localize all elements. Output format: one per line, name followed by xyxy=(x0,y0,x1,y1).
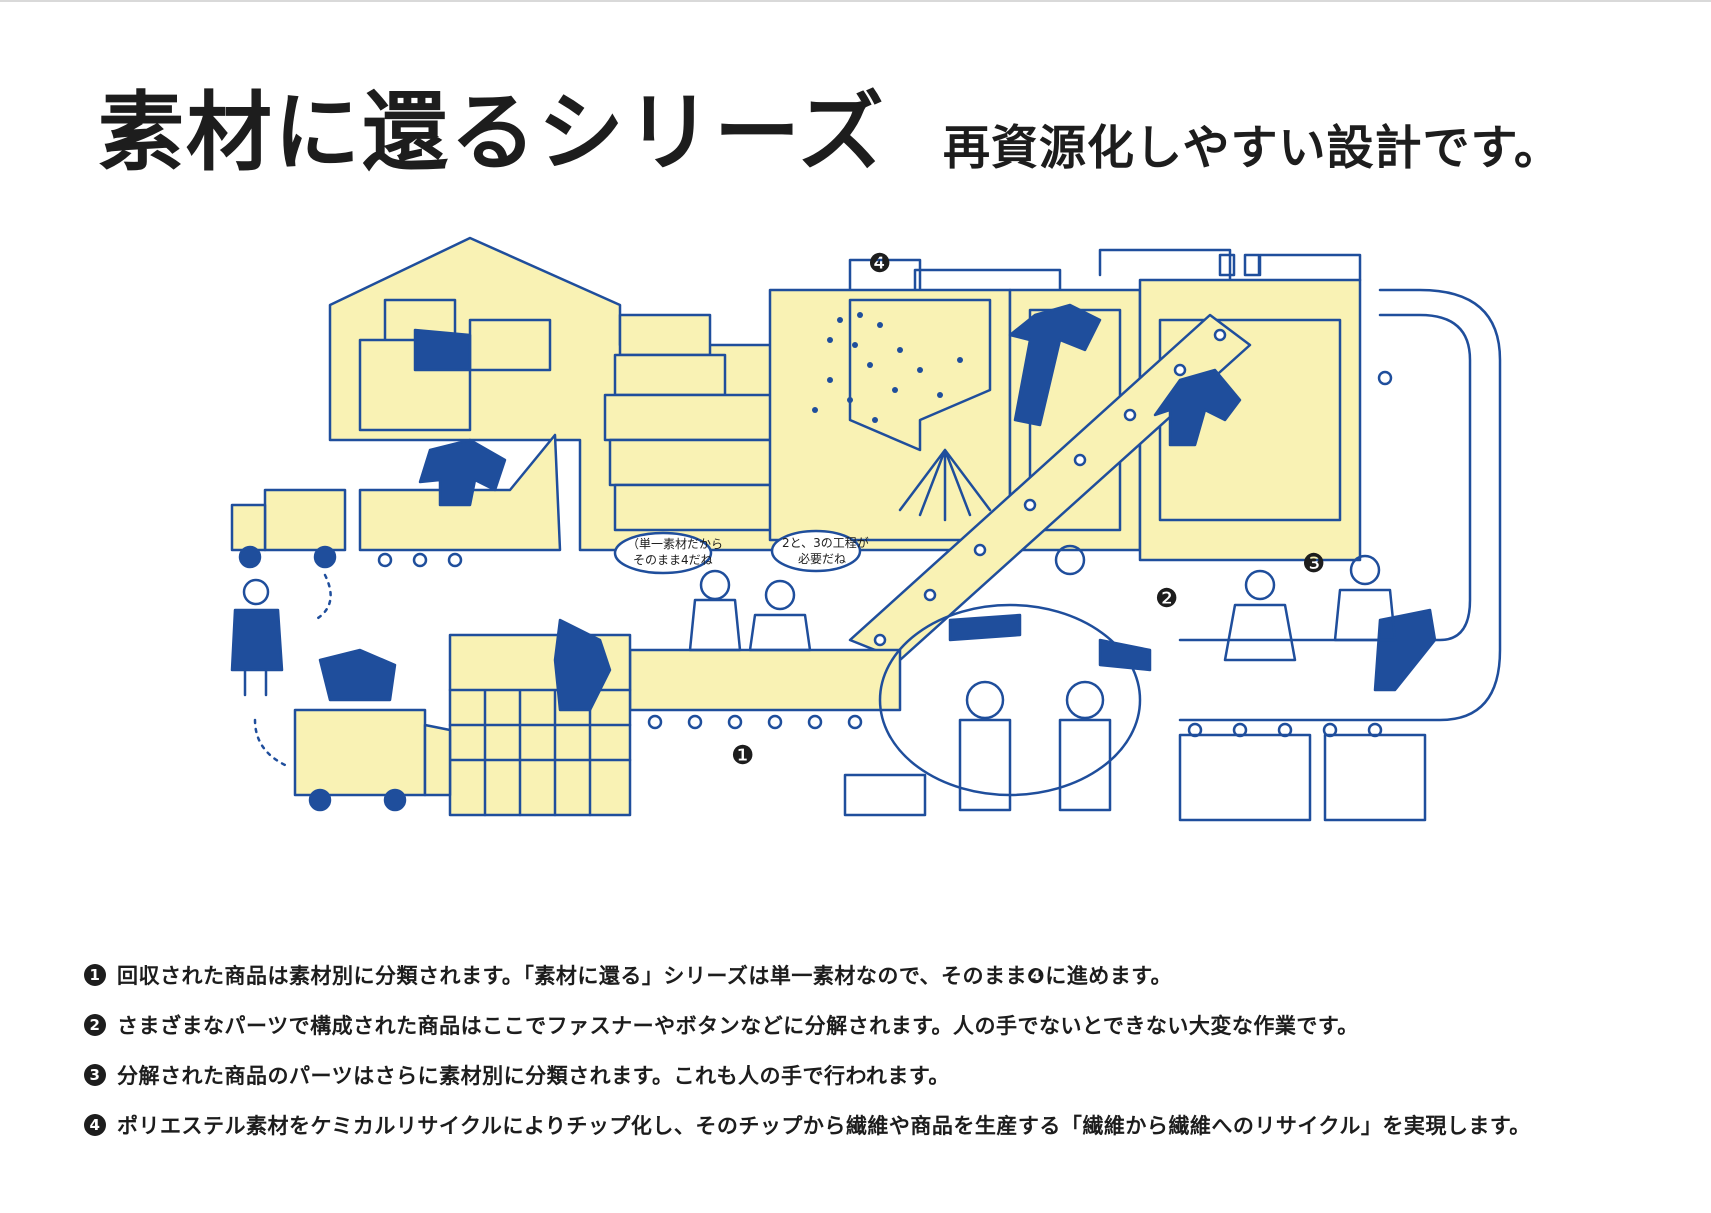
top-rule xyxy=(0,0,1711,2)
note-3-number: 3 xyxy=(84,1064,106,1086)
recycling-factory-illustration: （単一素材だから そのまま4だね 2と、3の工程が 必要だね ❹ ❷ ❸ ❶ xyxy=(230,236,1502,822)
note-1-number: 1 xyxy=(84,964,106,986)
step-marker-1: ❶ xyxy=(731,741,754,771)
note-4-number: 4 xyxy=(84,1114,106,1136)
truck-icon xyxy=(230,488,452,812)
page-title: 素材に還るシリーズ xyxy=(98,83,886,183)
note-4-text: ポリエステル素材をケミカルリサイクルによりチップ化し、そのチップから繊維や商品を… xyxy=(117,1114,1531,1138)
speech-bubble-2-line1: 2と、3の工程が xyxy=(782,535,869,550)
note-1: 1 回収された商品は素材別に分類されます。「素材に還る」シリーズは単一素材なので… xyxy=(84,950,1644,1000)
step-marker-2: ❷ xyxy=(1155,584,1178,614)
note-2-text: さまざまなパーツで構成された商品はここでファスナーやボタンなどに分解されます。人… xyxy=(117,1014,1359,1038)
note-2-number: 2 xyxy=(84,1014,106,1036)
step-notes: 1 回収された商品は素材別に分類されます。「素材に還る」シリーズは単一素材なので… xyxy=(84,950,1644,1150)
speech-bubble-1-line1: （単一素材だから xyxy=(627,537,723,551)
note-2: 2 さまざまなパーツで構成された商品はここでファスナーやボタンなどに分解されます… xyxy=(84,1000,1644,1050)
page-subtitle: 再資源化しやすい設計です。 xyxy=(943,121,1562,176)
step-marker-4: ❹ xyxy=(868,249,891,279)
jacket-icon xyxy=(318,303,1437,712)
step-marker-3: ❸ xyxy=(1302,549,1325,579)
note-1-text: 回収された商品は素材別に分類されます。「素材に還る」シリーズは単一素材なので、そ… xyxy=(117,964,1173,988)
worker-icon xyxy=(230,578,284,697)
note-3: 3 分解された商品のパーツはさらに素材別に分類されます。これも人の手で行われます… xyxy=(84,1050,1644,1100)
note-4: 4 ポリエステル素材をケミカルリサイクルによりチップ化し、そのチップから繊維や商… xyxy=(84,1100,1644,1150)
note-3-text: 分解された商品のパーツはさらに素材別に分類されます。これも人の手で行われます。 xyxy=(117,1064,950,1088)
speech-bubble-2-line2: 必要だね xyxy=(798,552,846,566)
speech-bubble-1-line2: そのまま4だね xyxy=(633,553,713,567)
hopper-icon xyxy=(768,278,1362,562)
